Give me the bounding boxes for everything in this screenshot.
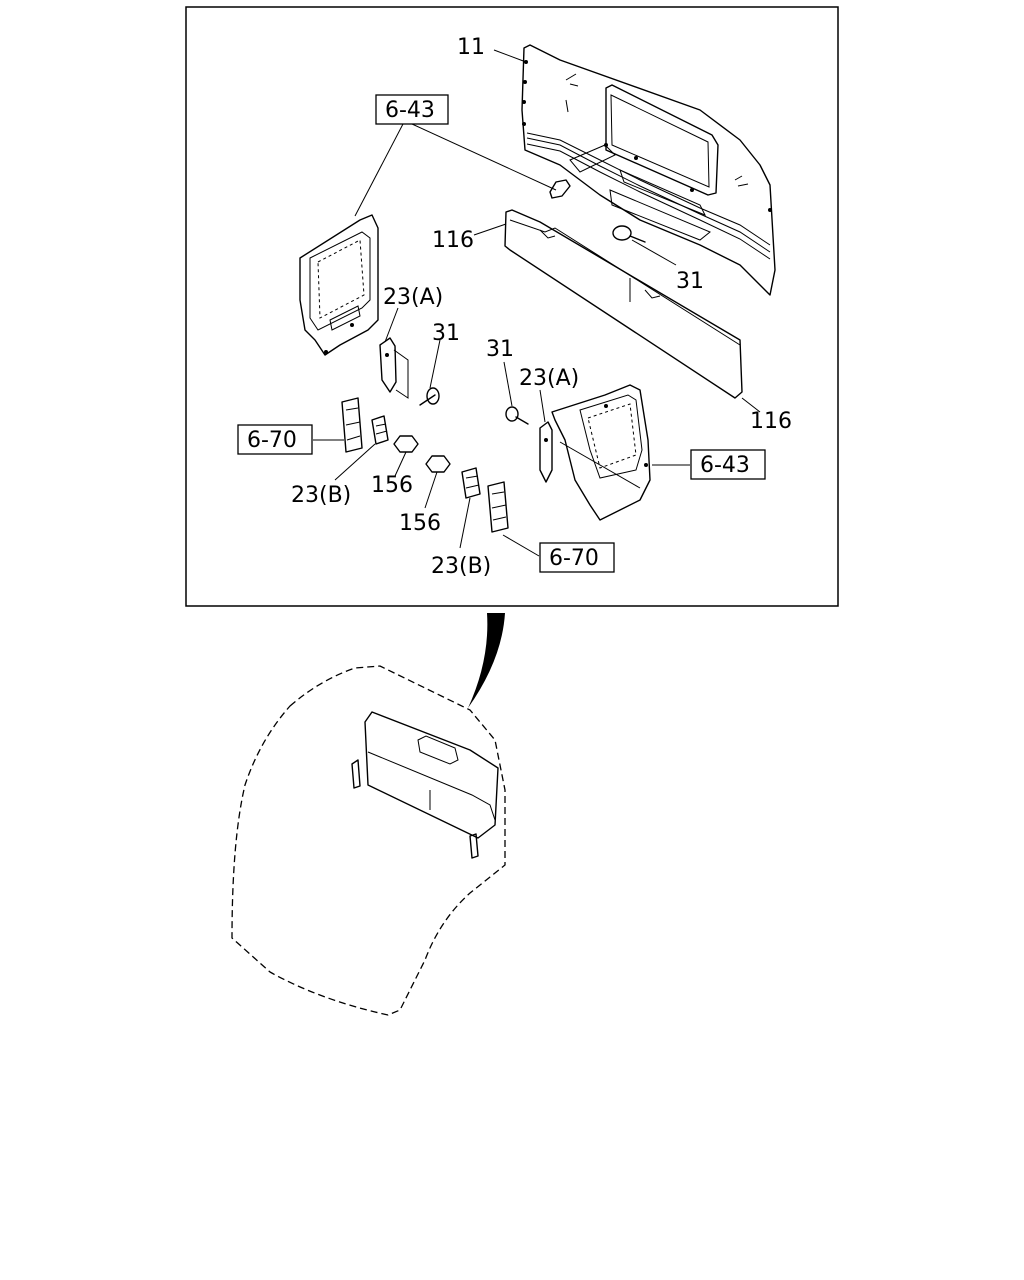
callout-23a-left: 23(A): [383, 285, 443, 310]
svg-text:6-43: 6-43: [385, 98, 435, 123]
leader-lines: [313, 49, 761, 557]
callout-31-mid: 31: [432, 321, 460, 346]
push-pin: [612, 225, 646, 243]
clip-fastener: [549, 179, 571, 199]
hinge-right: [461, 467, 481, 499]
rear-trim-panel: [521, 44, 776, 296]
nut-right: [425, 455, 451, 473]
svg-text:6-70: 6-70: [549, 546, 599, 571]
bolt-center: [505, 406, 529, 425]
callout-23a-right: 23(A): [519, 366, 579, 391]
hook-left: [379, 337, 409, 399]
callout-156-right: 156: [399, 511, 441, 536]
hinge-left: [371, 415, 389, 445]
bolt-mid: [419, 387, 440, 406]
bracket-left: [341, 397, 363, 453]
ref-box-670-left[interactable]: 6-70: [237, 424, 313, 455]
right-side-panel: [551, 384, 651, 521]
callout-23b-left: 23(B): [291, 483, 351, 508]
hook-right: [539, 421, 553, 483]
callout-23b-right: 23(B): [431, 554, 491, 579]
bracket-right: [487, 481, 509, 533]
location-pointer: [468, 613, 505, 708]
callout-31-center: 31: [486, 337, 514, 362]
callout-31-right: 31: [676, 269, 704, 294]
cab-overview: [231, 665, 506, 1016]
svg-text:6-43: 6-43: [700, 453, 750, 478]
callout-116-lower: 116: [750, 409, 792, 434]
nut-left: [393, 435, 419, 453]
callout-116-upper: 116: [432, 228, 474, 253]
left-side-panel: [299, 214, 379, 356]
ref-box-643-top[interactable]: 6-43: [375, 94, 449, 125]
svg-text:6-70: 6-70: [247, 428, 297, 453]
trim-strip: [504, 209, 743, 399]
callout-11: 11: [457, 35, 485, 60]
ref-box-643-right[interactable]: 6-43: [690, 449, 766, 480]
ref-box-670-right[interactable]: 6-70: [539, 542, 615, 573]
callout-156-left: 156: [371, 473, 413, 498]
diagram-frame: [185, 6, 839, 607]
